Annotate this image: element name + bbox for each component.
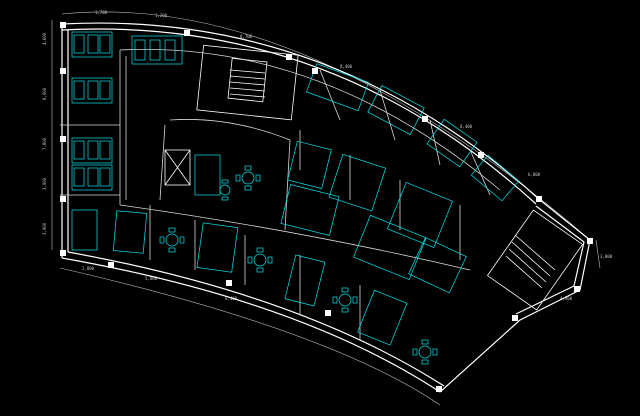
dim-label-left-2: 8,000	[42, 87, 47, 100]
dimension-lines	[51, 11, 601, 406]
dim-label-top-4: 8,400	[340, 64, 353, 69]
structural-columns	[60, 22, 593, 392]
dim-label-right-1: 3,000	[600, 254, 613, 259]
dim-label-bottom-2: 5,860	[145, 276, 158, 281]
office-furniture	[71, 31, 520, 346]
dim-label-right-2: 4,900	[560, 296, 573, 301]
dim-label-left-3: 7,800	[42, 137, 47, 150]
corridor-walls	[60, 49, 501, 340]
dim-label-top-5: 8,400	[460, 124, 473, 129]
dimension-text: 1,700 1,200 8,700 8,400 8,400 6,000 4,60…	[42, 10, 613, 301]
outer-walls	[61, 22, 591, 393]
dim-label-left-5: 3,000	[42, 222, 47, 235]
elevator-icon	[164, 149, 191, 186]
dim-label-bottom-1: 2,800	[82, 266, 95, 271]
staircase-icon	[196, 44, 299, 121]
round-table-icon	[159, 165, 438, 365]
dim-label-top-3: 8,700	[240, 34, 253, 39]
dim-label-top-1: 1,700	[95, 10, 108, 15]
dim-label-top-6: 6,000	[528, 172, 541, 177]
dim-label-left-1: 4,600	[42, 32, 47, 45]
dim-label-left-4: 3,000	[42, 177, 47, 190]
staircase-icon	[486, 209, 584, 311]
dim-label-top-2: 1,200	[155, 13, 168, 18]
